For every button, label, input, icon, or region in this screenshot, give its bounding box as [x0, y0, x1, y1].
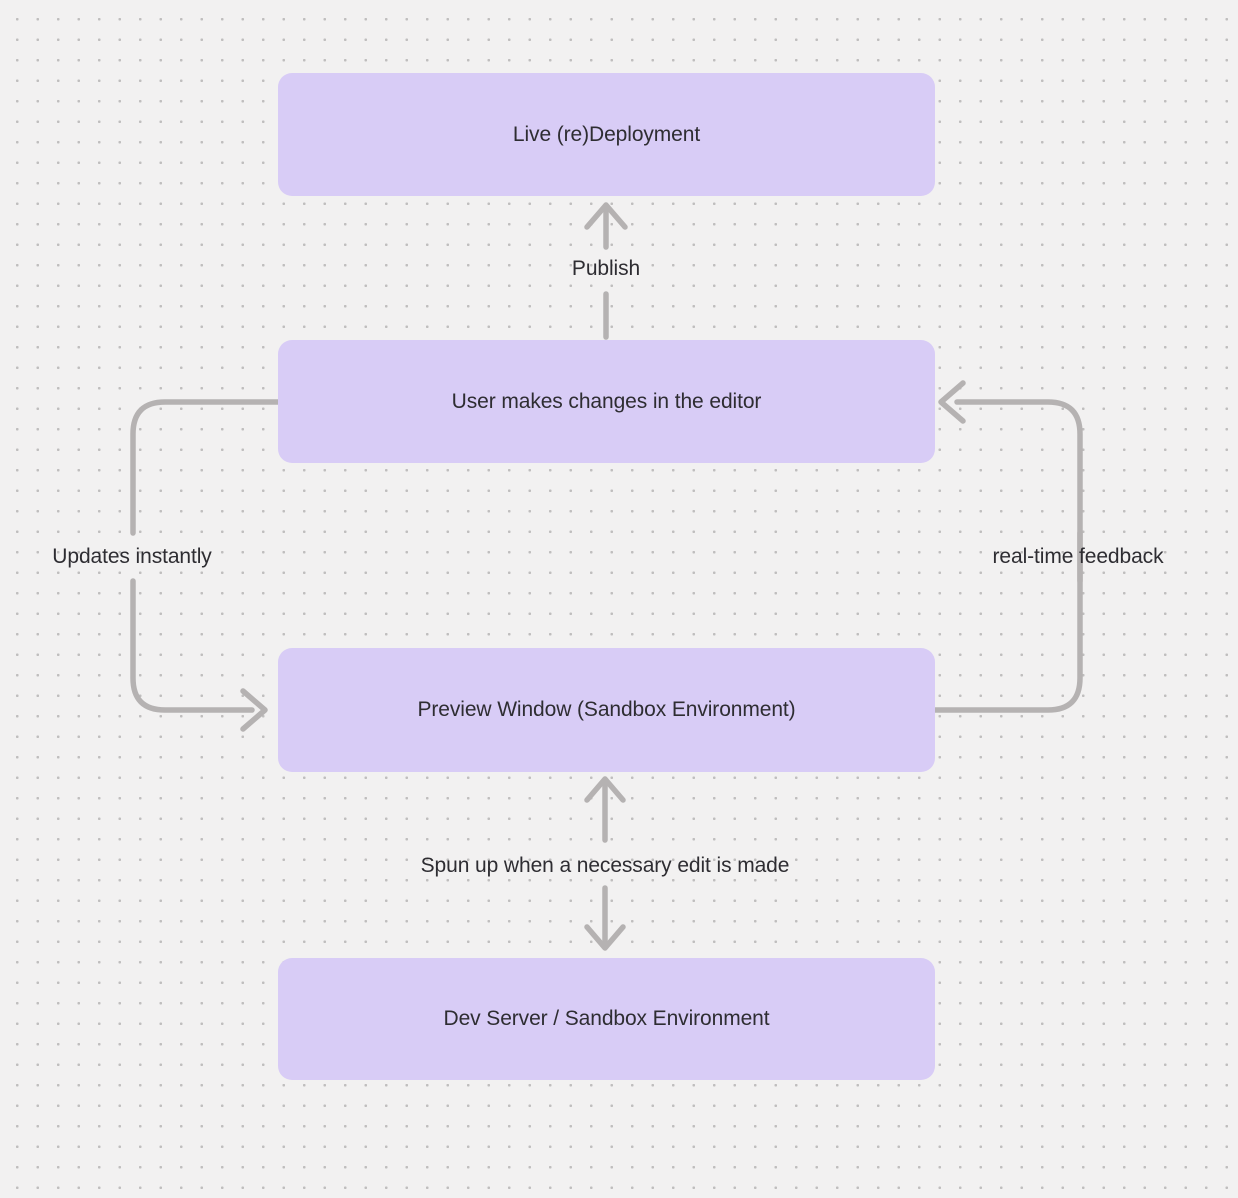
- feedback-arrowhead-left-icon: [938, 380, 966, 424]
- updates-arrowhead-right-icon: [240, 688, 268, 732]
- node-preview-window-label: Preview Window (Sandbox Environment): [417, 698, 796, 721]
- node-live-deployment[interactable]: Live (re)Deployment: [278, 73, 935, 196]
- node-dev-server[interactable]: Dev Server / Sandbox Environment: [278, 958, 935, 1080]
- node-preview-window[interactable]: Preview Window (Sandbox Environment): [278, 648, 935, 772]
- node-editor-label: User makes changes in the editor: [451, 389, 762, 413]
- edge-label-publish[interactable]: Publish: [571, 257, 641, 280]
- edge-label-real-time-feedback[interactable]: real-time feedback: [992, 545, 1164, 568]
- edge-publish-arrow[interactable]: [584, 202, 628, 340]
- edge-real-time-feedback-arrow[interactable]: [932, 380, 1083, 713]
- updates-arrow-segment-lower: [130, 578, 255, 713]
- node-dev-server-label: Dev Server / Sandbox Environment: [443, 1007, 770, 1030]
- updates-arrow-segment-upper: [130, 399, 281, 536]
- publish-arrowhead-up-icon: [584, 202, 628, 230]
- feedback-arrow-segment-lower: [932, 530, 1083, 713]
- edge-spun-up-arrow[interactable]: [584, 776, 626, 951]
- spunup-arrowhead-up-icon: [584, 776, 626, 803]
- edge-label-spun-up[interactable]: Spun up when a necessary edit is made: [420, 854, 790, 877]
- feedback-arrow-segment-upper: [954, 399, 1083, 584]
- spunup-arrowhead-down-icon: [584, 924, 626, 951]
- node-live-deployment-label: Live (re)Deployment: [512, 122, 701, 146]
- edge-updates-instantly-arrow[interactable]: [130, 399, 281, 732]
- node-editor[interactable]: User makes changes in the editor: [278, 340, 935, 463]
- edge-label-updates-instantly[interactable]: Updates instantly: [52, 545, 212, 568]
